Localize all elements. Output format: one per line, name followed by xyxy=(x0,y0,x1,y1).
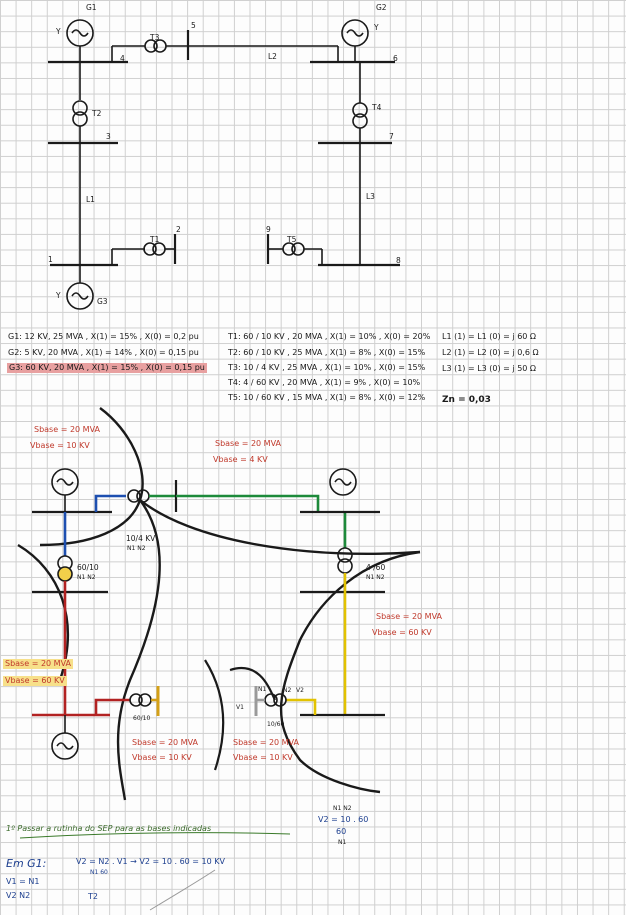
ratio-line-2: V2 N2 xyxy=(6,891,31,900)
zone2-vbase: Vbase = 4 KV xyxy=(213,455,268,464)
zone1-vbase: Vbase = 10 KV xyxy=(30,441,90,450)
spec-t3: T3: 10 / 4 KV , 25 MVA , X(1) = 10% , X(… xyxy=(228,363,426,372)
zone1-sbase: Sbase = 20 MVA xyxy=(34,425,100,434)
t2-label: T2 xyxy=(92,109,102,118)
spec-g1: G1: 12 KV, 25 MVA , X(1) = 15% , X(0) = … xyxy=(8,332,199,341)
diagram1-wiring xyxy=(48,19,400,310)
g1-sine-icon xyxy=(71,29,89,37)
zone6-sbase: Sbase = 20 MVA xyxy=(233,738,299,747)
t3-transformer-icon xyxy=(144,39,158,53)
spec-g2: G2: 5 KV, 20 MVA , X(1) = 14% , X(0) = 0… xyxy=(8,348,199,357)
side-eq-60: 60 xyxy=(336,827,347,836)
zone3-vbase: Vbase = 60 KV xyxy=(372,628,432,637)
eq-main: V2 = N2 . V1 → V2 = 10 . 60 = 10 KV xyxy=(76,857,225,866)
zone-boundary-3 xyxy=(279,550,421,794)
d2-t4-windings: N1 N2 xyxy=(366,574,385,581)
zone4-sbase: Sbase = 20 MVA xyxy=(3,659,73,669)
spec-zn: Zn = 0,03 xyxy=(442,395,491,405)
l3-label: L3 xyxy=(366,192,375,201)
t5-transformer-icon xyxy=(282,242,296,256)
t1-transformer-icon xyxy=(143,242,157,256)
t2-ref: T2 xyxy=(88,892,98,901)
g2-conn-label: Y xyxy=(374,23,379,32)
t3-label: T3 xyxy=(150,33,160,42)
bus5-label: 5 xyxy=(191,21,196,30)
spec-t2: T2: 60 / 10 KV , 25 MVA , X(1) = 8% , X(… xyxy=(228,348,426,357)
d2-t1-transformer-icon xyxy=(129,693,143,707)
side-eq-n: N1 N2 xyxy=(333,805,352,812)
d2-t3-transformer-icon xyxy=(127,489,141,503)
d2-t3-ratio: 10/4 KV xyxy=(126,534,156,543)
bus9-label: 9 xyxy=(266,225,271,234)
t2-transformer-icon xyxy=(72,100,88,116)
spec-l2: L2 (1) = L2 (0) = j 0,6 Ω xyxy=(442,348,539,357)
spec-l3: L3 (1) = L3 (0) = j 50 Ω xyxy=(442,364,537,373)
d2-t2-ratio: 60/10 xyxy=(77,563,99,572)
g1-label: G1 xyxy=(86,3,97,12)
bus6-label: 6 xyxy=(393,54,398,63)
eq-sub: N1 60 xyxy=(90,869,108,876)
spec-t4: T4: 4 / 60 KV , 20 MVA , X(1) = 9% , X(0… xyxy=(228,378,421,387)
diagram2-wiring xyxy=(17,407,421,911)
d2-t5-ratio: 10/60 xyxy=(267,721,285,728)
side-eq-bot: N1 xyxy=(338,839,347,846)
zone3-sbase: Sbase = 20 MVA xyxy=(376,612,442,621)
d2-t3-windings: N1 N2 xyxy=(127,545,146,552)
d2-v1: V1 xyxy=(236,704,244,711)
d2-t4-transformer-icon xyxy=(337,547,353,563)
bus8-label: 8 xyxy=(396,256,401,265)
d2-t2-windings: N1 N2 xyxy=(77,574,96,581)
bus3-label: 3 xyxy=(106,132,111,141)
ratio-line-1: V1 = N1 xyxy=(6,877,40,886)
d2-t5-n1: N1 xyxy=(258,686,267,693)
bus1-label: 1 xyxy=(48,255,53,264)
t4-label: T4 xyxy=(372,103,382,112)
zone4-vbase: Vbase = 60 KV xyxy=(3,676,67,686)
bus4-label: 4 xyxy=(120,54,125,63)
l1-label: L1 xyxy=(86,195,95,204)
t1-label: T1 xyxy=(150,235,160,244)
em-g1-heading: Em G1: xyxy=(6,857,47,870)
d2-v2: V2 xyxy=(296,687,304,694)
spec-l1: L1 (1) = L1 (0) = j 60 Ω xyxy=(442,332,537,341)
t4-transformer-icon xyxy=(352,102,368,118)
bus7-label: 7 xyxy=(389,132,394,141)
zone5-vbase: Vbase = 10 KV xyxy=(132,753,192,762)
t5-label: T5 xyxy=(287,235,297,244)
g3-label: G3 xyxy=(97,297,108,306)
d2-t5-transformer-icon xyxy=(273,693,287,707)
spec-g3: G3: 60 KV, 20 MVA , X(1) = 15% , X(0) = … xyxy=(7,363,207,373)
bus2-label: 2 xyxy=(176,225,181,234)
zone5-sbase: Sbase = 20 MVA xyxy=(132,738,198,747)
zone2-sbase: Sbase = 20 MVA xyxy=(215,439,281,448)
d2-t5-n2: N2 xyxy=(283,687,292,694)
spec-t1: T1: 60 / 10 KV , 20 MVA , X(1) = 10% , X… xyxy=(228,332,431,341)
spec-t5: T5: 10 / 60 KV , 15 MVA , X(1) = 8% , X(… xyxy=(228,393,426,402)
g3-generator-icon xyxy=(66,282,94,310)
l2-label: L2 xyxy=(268,52,277,61)
side-eq-top: V2 = 10 . 60 xyxy=(318,815,369,824)
g1-conn-label: Y xyxy=(56,27,61,36)
zone6-vbase: Vbase = 10 KV xyxy=(233,753,293,762)
g3-conn-label: Y xyxy=(56,291,61,300)
task-note: 1º Passar a rutinha do SEP para as bases… xyxy=(6,824,212,833)
zone-boundary-2 xyxy=(116,499,161,801)
d2-t1-ratio: 60/10 xyxy=(133,715,151,722)
d2-t4-ratio: 4 /60 xyxy=(366,563,386,572)
g2-label: G2 xyxy=(376,3,387,12)
